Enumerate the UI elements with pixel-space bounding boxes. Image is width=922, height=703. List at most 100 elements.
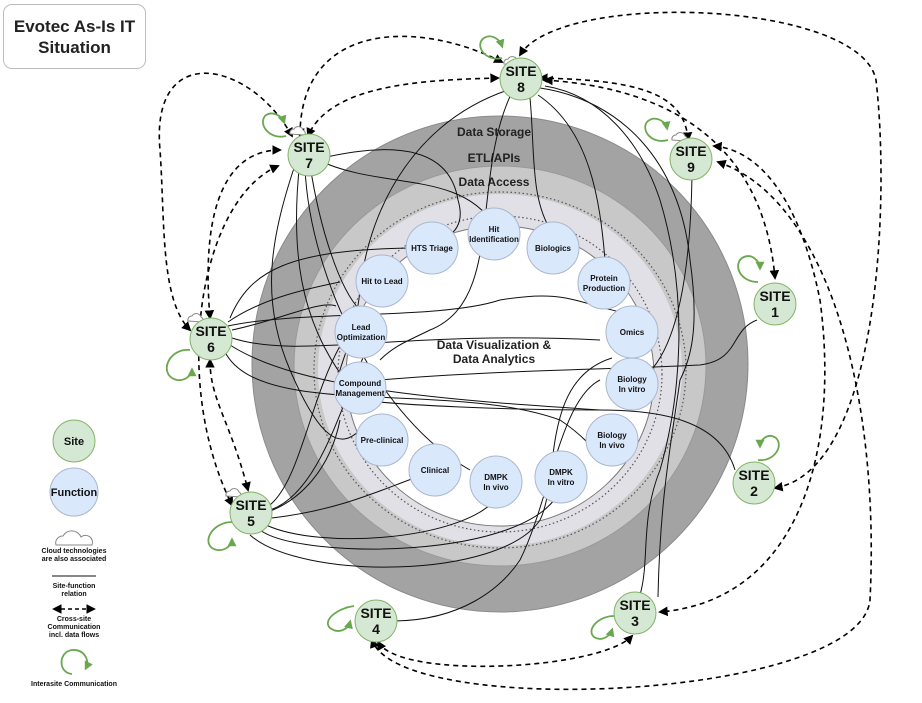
legend-relation-line-2: relation (61, 591, 86, 598)
site-number: 4 (372, 621, 380, 637)
legend-intrasite-label: Interasite Communication (31, 681, 117, 688)
site-node (732, 461, 776, 505)
legend-flow-line-2: Communication (48, 624, 101, 631)
legend-function-label: Function (51, 487, 98, 499)
function-label: DMPK (549, 468, 573, 477)
title-line-1: Evotec As-Is IT (13, 16, 136, 36)
function-node (577, 256, 631, 310)
site-node (499, 57, 543, 101)
function-label: Protein (590, 274, 618, 283)
function-label: Biology (597, 431, 627, 440)
site-label: SITE (195, 323, 226, 339)
function-node (334, 305, 388, 359)
site-label: SITE (738, 467, 769, 483)
function-label: In vivo (599, 441, 624, 450)
title-box: Evotec As-Is IT Situation (3, 4, 146, 69)
label-data-storage: Data Storage (457, 125, 531, 139)
function-node (333, 361, 387, 415)
legend-flow-line-3: incl. data flows (49, 632, 99, 639)
function-label: Identification (469, 235, 519, 244)
site-number: 2 (750, 483, 758, 499)
function-node (469, 455, 523, 509)
site-node (753, 282, 797, 326)
function-node (605, 357, 659, 411)
legend-site-node (52, 419, 96, 463)
function-label: Management (336, 389, 385, 398)
function-label: Omics (620, 328, 645, 337)
intrasite-arrows (166, 35, 780, 640)
function-node (467, 207, 521, 261)
legend-site-label: Site (64, 436, 84, 448)
site-number: 1 (771, 304, 779, 320)
function-label: DMPK (484, 473, 508, 482)
site-node (669, 137, 713, 181)
function-label: In vivo (483, 483, 508, 492)
function-label: In vitro (619, 385, 646, 394)
function-label: In vitro (548, 478, 575, 487)
function-label: Hit to Lead (361, 277, 402, 286)
site-node (189, 317, 233, 361)
legend-cloud-line-1: Cloud technologies (42, 548, 107, 555)
site-label: SITE (235, 497, 266, 513)
function-node (355, 413, 409, 467)
site-label: SITE (675, 143, 706, 159)
label-etl-apis: ETL/APIs (468, 151, 521, 165)
legend-cloud-line-2: are also associated (42, 556, 107, 563)
legend-relation-line-1: Site-function (53, 583, 96, 590)
function-label: Production (583, 284, 625, 293)
site-label: SITE (619, 597, 650, 613)
legend-cloud-icon (55, 530, 93, 546)
functions-layer: HTS TriageHitIdentificationBiologicsProt… (333, 207, 659, 509)
site-node (287, 133, 331, 177)
site-number: 5 (247, 513, 255, 529)
site-node (613, 591, 657, 635)
site-label: SITE (360, 605, 391, 621)
function-node (534, 450, 588, 504)
function-label: Optimization (337, 333, 386, 342)
function-label: Hit (489, 225, 500, 234)
function-node (526, 221, 580, 275)
site-number: 3 (631, 613, 639, 629)
function-node (355, 254, 409, 308)
label-center-line-2: Data Analytics (453, 352, 536, 366)
cloud-icon (289, 126, 306, 136)
label-data-access: Data Access (459, 175, 530, 189)
site-label: SITE (505, 63, 536, 79)
function-node (405, 221, 459, 275)
function-node (408, 443, 462, 497)
legend-intrasite-icon (60, 649, 93, 675)
function-label: Compound (339, 379, 381, 388)
function-pre-clinical: Pre-clinical (355, 413, 409, 467)
title-line-2: Situation (38, 37, 111, 57)
function-clinical: Clinical (408, 443, 462, 497)
site-label: SITE (293, 139, 324, 155)
function-omics: Omics (605, 305, 659, 359)
function-biologics: Biologics (526, 221, 580, 275)
sites-layer: SITE8SITE7SITE9SITE1SITE6SITE2SITE5SITE4… (189, 57, 797, 643)
legend: Site Function Cloud technologies are als… (31, 419, 117, 688)
function-hit-to-lead: Hit to Lead (355, 254, 409, 308)
site-number: 6 (207, 339, 215, 355)
site-label: SITE (759, 288, 790, 304)
function-hts-triage: HTS Triage (405, 221, 459, 275)
function-node (585, 413, 639, 467)
label-center-line-1: Data Visualization & (437, 338, 552, 352)
function-label: Pre-clinical (361, 436, 404, 445)
